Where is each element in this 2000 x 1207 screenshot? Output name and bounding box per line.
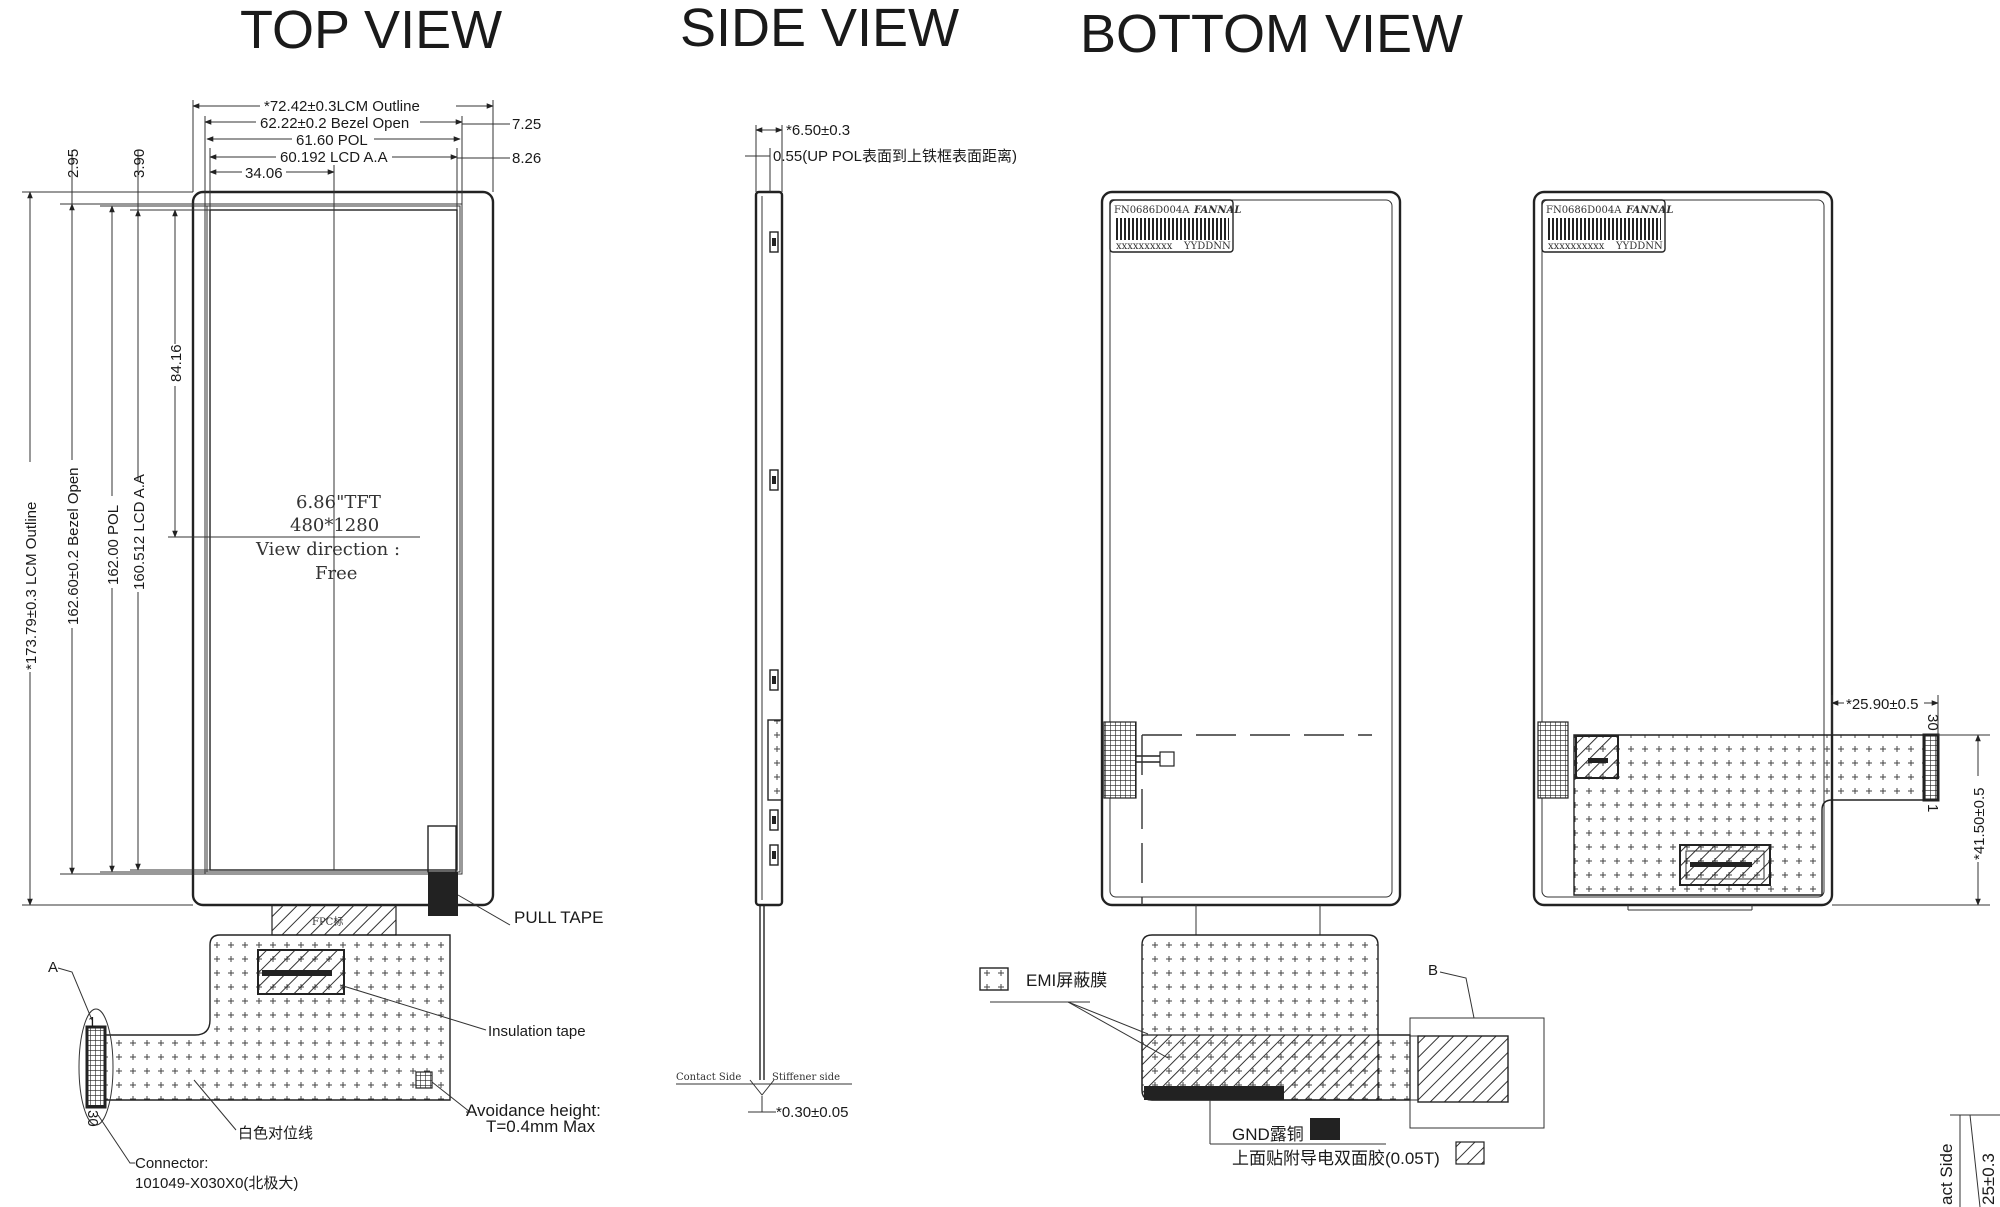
corner-text-1: act Side — [1937, 1144, 1956, 1205]
dim-side-fpc: *0.30±0.05 — [776, 1104, 848, 1121]
barcode-label-right — [1541, 199, 1666, 253]
view-direction-value: Free — [315, 563, 357, 584]
dim-top-1: 2.95 — [65, 149, 82, 178]
label-date-left: YYDDNN — [1183, 241, 1231, 252]
emi-legend-swatch — [979, 967, 1009, 991]
insulation-tape-label: Insulation tape — [488, 1023, 586, 1040]
connector-pin-30: 30 — [84, 1110, 101, 1127]
connector-label: Connector: — [135, 1155, 208, 1172]
white-line-label: 白色对位线 — [238, 1125, 313, 1142]
pull-tape — [428, 872, 458, 916]
dim-right-1: 7.25 — [512, 116, 541, 133]
dim-lcm-outline-h: *173.79±0.3 LCM Outline — [23, 502, 40, 670]
connector-part-number: 101049-X030X0(北极大) — [135, 1175, 298, 1192]
connector-pin-1: 1 — [88, 1014, 96, 1031]
ref-a: A — [48, 959, 58, 976]
side-connector-right — [1922, 733, 1940, 802]
label-serial-left: xxxxxxxxxx — [1116, 241, 1173, 252]
dim-lcd-aa-w: 60.192 LCD A.A — [280, 149, 388, 166]
dim-center-x: 34.06 — [245, 165, 283, 182]
dim-fpc-height: *41.50±0.5 — [1971, 788, 1988, 860]
contact-side-label: Contact Side — [676, 1072, 741, 1083]
pull-tape-label: PULL TAPE — [514, 908, 603, 927]
barcode-label-left — [1109, 199, 1234, 253]
label-code-right: FN0686D004A — [1546, 205, 1622, 216]
label-date-right: YYDDNN — [1615, 241, 1663, 252]
side-profile — [754, 190, 784, 907]
connector — [85, 1025, 107, 1109]
rear-frame-right — [1532, 190, 1834, 907]
tape-label: 上面贴附导电双面胶(0.05T) — [1232, 1149, 1440, 1168]
right-pin-30: 30 — [1924, 714, 1941, 731]
panel-size-text: 6.86"TFT — [296, 492, 381, 513]
top-view: *72.42±0.3LCM Outline 62.22±0.2 Bezel Op… — [21, 98, 603, 1192]
stiffener-side-label: Stiffener side — [772, 1072, 840, 1083]
dim-pol-w: 61.60 POL — [296, 132, 368, 149]
label-code-left: FN0686D004A — [1114, 205, 1190, 216]
label-brand-left: FANNAL — [1193, 205, 1241, 216]
bottom-fpc-stiffener — [1417, 1035, 1509, 1103]
label-serial-right: xxxxxxxxxx — [1548, 241, 1605, 252]
barcode-left — [1114, 218, 1229, 240]
fpc-connector-right — [1537, 721, 1569, 799]
resolution-text: 480*1280 — [290, 515, 379, 536]
corner-text-2: 25±0.3 — [1979, 1153, 1998, 1205]
side-view: *6.50±0.3 0.55(UP POL表面到上铁框表面距离) Contact… — [676, 122, 1017, 1121]
gnd-strip — [1144, 1086, 1284, 1100]
bottom-view-left: FN0686D004A FANNAL xxxxxxxxxx YYDDNN B E… — [979, 190, 1545, 1168]
dim-side-pol-gap: 0.55(UP POL表面到上铁框表面距离) — [773, 148, 1017, 165]
avoidance-label-1: Avoidance height: — [466, 1101, 601, 1120]
label-brand-right: FANNAL — [1625, 205, 1673, 216]
fpc-body — [104, 934, 451, 1101]
dim-top-2: 3.90 — [131, 149, 148, 178]
dim-side-thickness: *6.50±0.3 — [786, 122, 850, 139]
rear-frame-left — [1100, 190, 1402, 907]
corner-fragment: act Side 25±0.3 — [1937, 1114, 2000, 1207]
dim-bezel-open-h: 162.60±0.2 Bezel Open — [65, 467, 82, 625]
top-view-title: TOP VIEW — [240, 0, 502, 60]
side-view-title: SIDE VIEW — [680, 0, 959, 58]
dim-fpc-offset: *25.90±0.5 — [1846, 696, 1918, 713]
bottom-view-right: FN0686D004A FANNAL xxxxxxxxxx YYDDNN 30 … — [1532, 190, 1990, 911]
dim-right-2: 8.26 — [512, 150, 541, 167]
avoidance-label-2: T=0.4mm Max — [486, 1117, 596, 1136]
bottom-view-title: BOTTOM VIEW — [1080, 4, 1463, 64]
dim-center-y: 84.16 — [168, 344, 185, 382]
ref-b: B — [1428, 962, 1438, 979]
dim-lcd-aa-h: 160.512 LCD A.A — [131, 474, 148, 590]
dim-pol-h: 162.00 POL — [105, 505, 122, 585]
avoidance-component — [415, 1071, 433, 1089]
folded-fpc — [1573, 734, 1925, 896]
emi-label: EMI屏蔽膜 — [1026, 971, 1107, 990]
tape-legend-swatch — [1455, 1141, 1485, 1165]
pull-tape-tab — [427, 825, 457, 873]
barcode-right — [1546, 218, 1661, 240]
dim-bezel-open-w: 62.22±0.2 Bezel Open — [260, 115, 409, 132]
dim-lcm-outline-w: *72.42±0.3LCM Outline — [264, 98, 420, 115]
gnd-label: GND露铜 — [1232, 1125, 1304, 1144]
ref-b-box — [1409, 1017, 1545, 1129]
gnd-legend-swatch — [1310, 1118, 1340, 1140]
fpc-mark: FPC标 — [312, 916, 343, 928]
right-pin-1: 1 — [1924, 804, 1941, 812]
fpc-connector-left — [1103, 721, 1137, 799]
view-direction-text: View direction : — [255, 539, 400, 560]
